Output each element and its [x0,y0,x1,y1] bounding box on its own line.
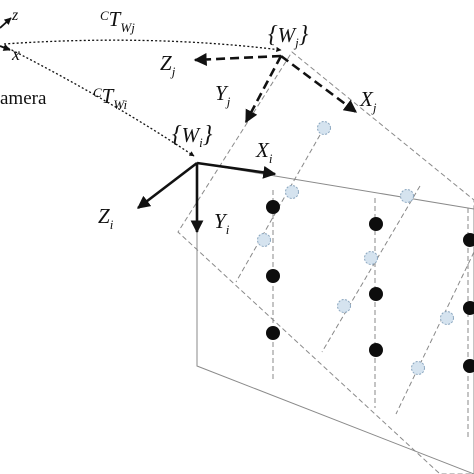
pattern-wi [196,162,474,474]
frame-wi-brace-open: { [172,122,182,148]
axis-xi-main: X [255,138,270,162]
transform-wj-sup: C [100,8,109,23]
transform-wi-sup: C [93,85,102,100]
camera-frame [0,17,12,51]
transform-wi-label: CTWi [93,84,127,112]
light-dot [364,251,378,265]
frame-wi-sub: i [199,135,203,150]
dark-dot [463,233,474,247]
frame-wj-main: W [278,23,298,47]
frame-wi-axes [136,161,277,234]
axis-yj-main: Y [215,81,229,105]
frame-wj-z-axis [193,52,282,66]
frame-wi-brace-close: } [203,122,213,148]
frame-wj-brace-open: { [268,22,278,48]
dark-dot [463,301,474,315]
dark-dot [266,326,280,340]
light-dots [257,121,454,375]
transform-wj-main: T [109,7,122,31]
pattern-wj-gridline [321,185,421,353]
axis-yj-sub: j [225,94,231,109]
frame-wi-main: W [182,123,202,147]
dark-dot [463,359,474,373]
frame-wj-label: {Wj} [268,22,309,50]
axis-xj-main: X [359,87,374,111]
axis-zj-label: Zj [160,51,176,79]
frame-wj-axes [193,52,358,124]
axis-zi-label: Zi [98,204,114,232]
dark-dot [369,287,383,301]
transform-wi-sub: Wi [113,97,127,112]
transform-path-wj [3,39,282,53]
frame-wi-z-axis [136,161,198,210]
pattern-wi-border [196,162,474,474]
frame-wi-x-axis [196,161,277,179]
dark-dots [266,200,474,373]
axis-yi-label: Yi [214,209,230,237]
light-dot [440,311,454,325]
frame-wj-brace-close: } [299,22,309,48]
light-dot [411,361,425,375]
dark-dot [266,269,280,283]
camera-z-label: z [11,7,19,24]
light-dot [400,189,414,203]
transform-wj-sub: Wj [120,20,135,35]
dark-dot [369,343,383,357]
axis-xj-label: Xj [359,87,377,115]
frame-wj-y-axis [244,55,283,124]
transform-wi-main: T [102,84,115,108]
dark-dot [369,217,383,231]
axis-xi-sub: i [269,151,273,166]
pattern-wj-border [177,51,474,474]
axis-yi-main: Y [214,209,228,233]
camera-x-label: x [11,44,20,64]
axis-yi-sub: i [226,222,230,237]
pattern-wj-gridline [235,127,325,283]
dark-dot [266,200,280,214]
light-dot [337,299,351,313]
camera-word-label: amera [0,88,47,109]
transform-path-wi [3,45,195,157]
axis-xi-label: Xi [255,138,273,166]
axis-xj-sub: j [371,100,377,115]
light-dot [317,121,331,135]
axis-yj-label: Yj [215,81,231,109]
axis-zj-sub: j [170,64,176,79]
light-dot [257,233,271,247]
camera-z-axis [0,17,12,29]
frame-wj-x-axis [280,54,358,114]
frame-wi-label: {Wi} [172,122,213,150]
axis-zj-main: Z [160,51,172,75]
light-dot [285,185,299,199]
transform-wj-label: CTWj [100,7,135,35]
frame-wj-sub: j [293,35,299,50]
transform-paths [3,39,282,157]
labels: z x amera CTWj CTWi {Wj} {Wi} Zj Yj Xj [0,7,377,237]
pattern-wj-gridline [395,251,474,415]
pattern-wj [177,51,474,474]
camera-x-axis [0,44,11,51]
axis-zi-sub: i [110,217,114,232]
axis-zi-main: Z [98,204,110,228]
